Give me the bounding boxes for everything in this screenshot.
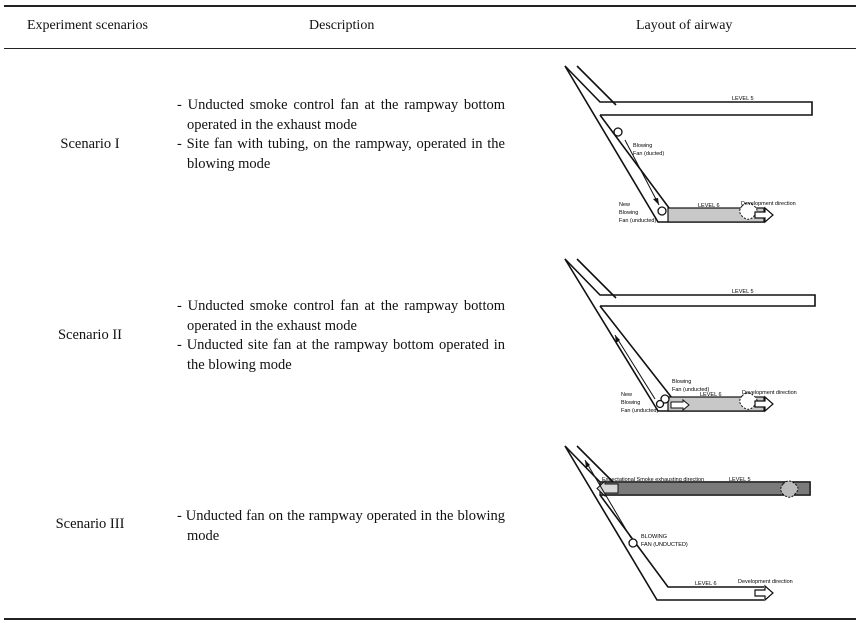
airway-layout-diagram: Expectational Smoke exhausting direction… xyxy=(564,445,811,602)
arrow-icon xyxy=(653,198,659,205)
level-6-label: LEVEL 6 xyxy=(700,392,722,398)
fan-label: Blowing xyxy=(621,400,640,406)
fan-label: Fan (unducted) xyxy=(621,408,658,414)
duct-shaded xyxy=(599,481,811,496)
development-arrow-icon xyxy=(754,584,774,602)
level-6-label: LEVEL 6 xyxy=(698,203,720,209)
development-arrow-icon xyxy=(754,206,774,224)
fan-icon xyxy=(657,206,667,216)
development-direction-label: Development direction xyxy=(738,579,793,585)
fan-icon xyxy=(660,394,670,404)
fan-label: Fan (ducted) xyxy=(633,151,664,157)
cloud-icon xyxy=(739,392,758,410)
airflow-line xyxy=(614,334,656,400)
airflow-arrow-icon xyxy=(670,398,690,412)
level-5-label: LEVEL 5 xyxy=(732,96,754,102)
arrow-icon xyxy=(585,460,590,468)
level-5-label: LEVEL 5 xyxy=(729,477,751,483)
fan-label: Blowing xyxy=(633,143,652,149)
airflow-line xyxy=(584,459,632,539)
table-top-rule xyxy=(4,5,856,7)
scenario-label: Scenario I xyxy=(60,136,120,152)
table-bottom-rule xyxy=(4,618,856,620)
fan-label: FAN (UNDUCTED) xyxy=(641,542,688,548)
fan-label: Fan (unducted) xyxy=(619,218,656,224)
fan-label: New xyxy=(619,202,630,208)
development-direction-label: Development direction xyxy=(742,390,797,396)
fan-label: Blowing xyxy=(619,210,638,216)
fan-label: Fan (unducted) xyxy=(672,387,709,393)
fan-icon xyxy=(613,127,623,137)
arrow-icon xyxy=(615,335,620,343)
header-description: Description xyxy=(309,18,375,33)
cloud-icon xyxy=(780,480,799,498)
description-item: - Unducted fan on the rampway operated i… xyxy=(177,508,505,544)
scenario-label: Scenario III xyxy=(55,516,125,532)
smoke-direction-label: Expectational Smoke exhausting direction xyxy=(602,477,704,483)
airway-layout-diagram: LEVEL 5 LEVEL 6 Blowing Fan (unducted) N… xyxy=(564,258,816,414)
scenario-label: Scenario II xyxy=(57,327,122,343)
scenario-description: - Unducted fan on the rampway operated i… xyxy=(177,507,505,546)
development-arrow-icon xyxy=(754,395,774,413)
development-direction-label: Development direction xyxy=(741,201,796,207)
fan-icon xyxy=(655,399,665,409)
fan-label: New xyxy=(621,392,632,398)
header-rule xyxy=(4,48,856,49)
description-item: - Unducted site fan at the rampway botto… xyxy=(177,337,505,373)
level-5-label: LEVEL 5 xyxy=(732,289,754,295)
fan-label: BLOWING xyxy=(641,534,667,540)
level-6-label: LEVEL 6 xyxy=(695,581,717,587)
fan-icon xyxy=(628,538,638,548)
header-layout-of-airway: Layout of airway xyxy=(636,18,733,33)
airway-layout-diagram: LEVEL 5 LEVEL 6 Blowing Fan (ducted) New… xyxy=(564,65,813,224)
scenario-description: - Unducted smoke control fan at the ramp… xyxy=(177,96,505,174)
description-item: - Unducted smoke control fan at the ramp… xyxy=(177,298,505,334)
header-experiment-scenarios: Experiment scenarios xyxy=(27,18,148,33)
smoke-exhaust-arrow-icon xyxy=(596,479,619,498)
cloud-icon xyxy=(739,202,758,220)
description-item: - Site fan with tubing, on the rampway, … xyxy=(177,136,505,172)
description-item: - Unducted smoke control fan at the ramp… xyxy=(177,97,505,133)
scenario-description: - Unducted smoke control fan at the ramp… xyxy=(177,297,505,375)
fan-label: Blowing xyxy=(672,379,691,385)
duct-tube-line xyxy=(624,139,660,206)
